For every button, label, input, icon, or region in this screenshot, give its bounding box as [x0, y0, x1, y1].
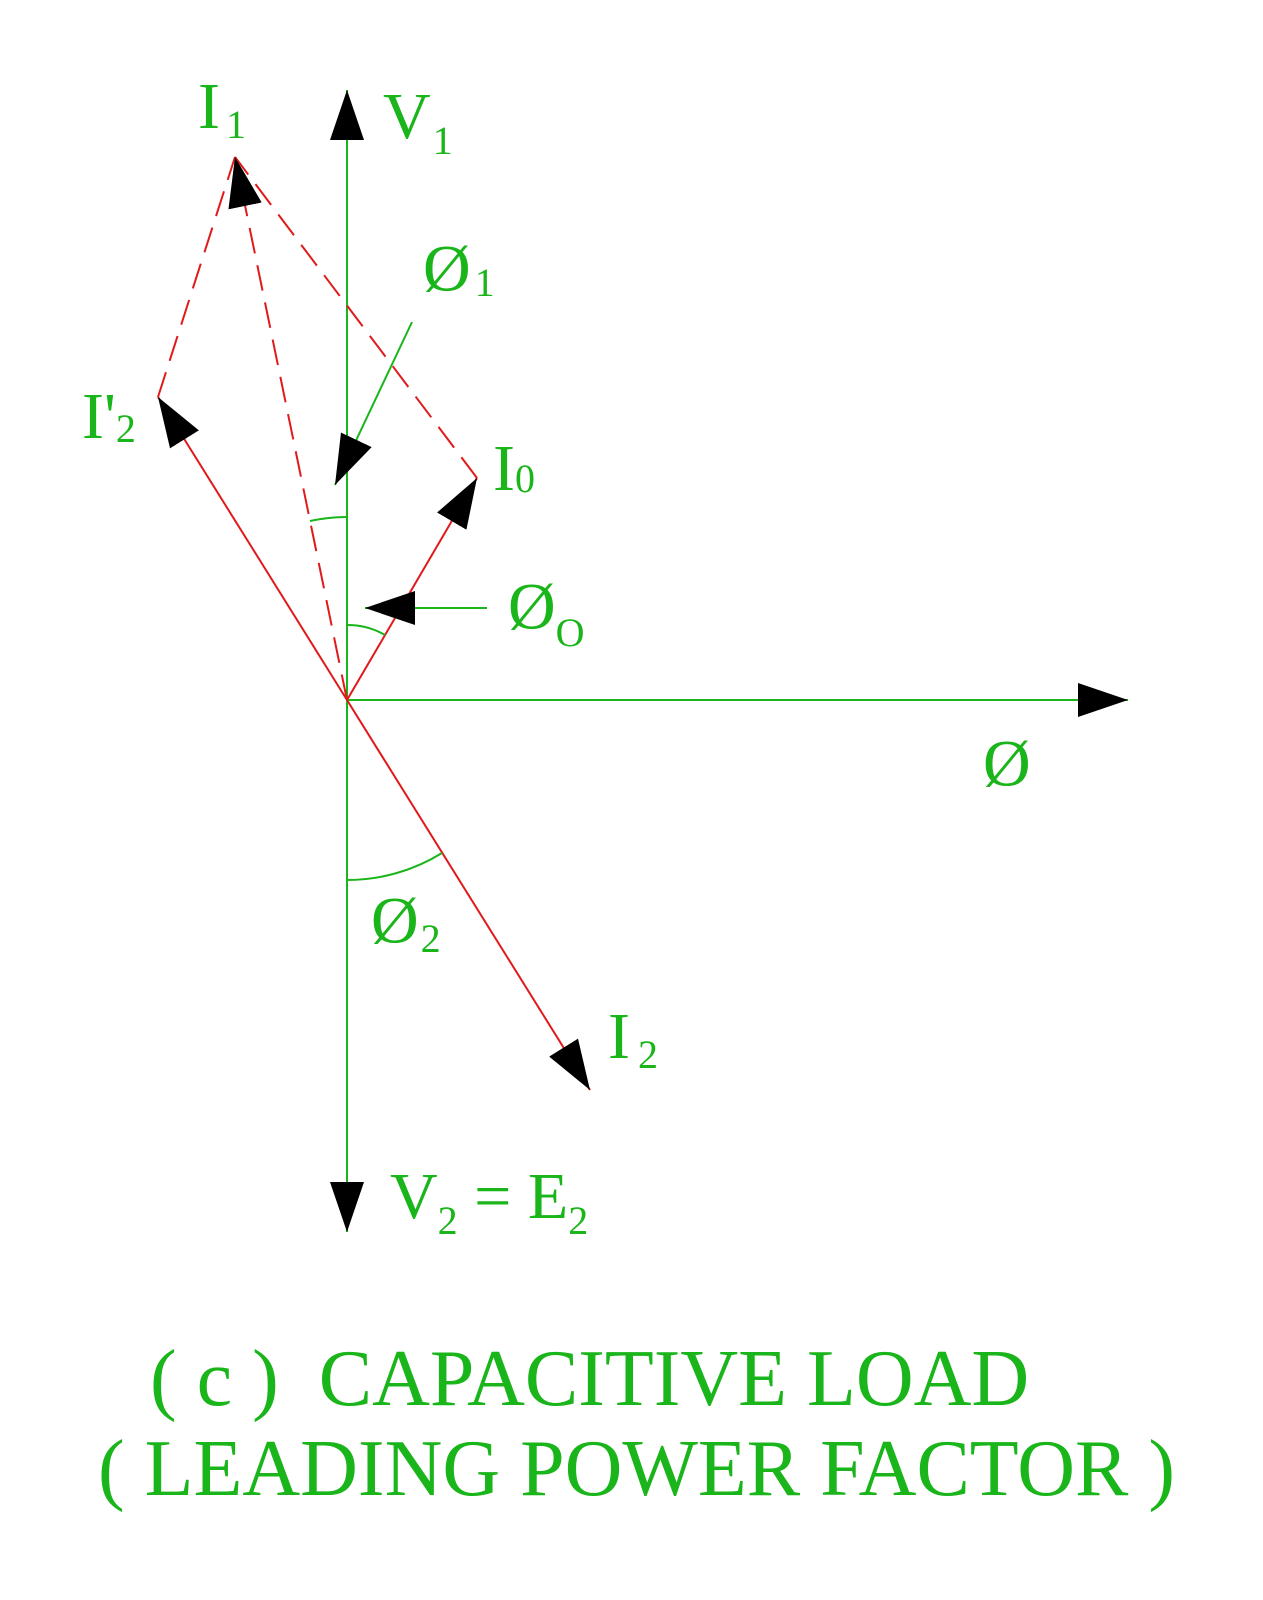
caption-line-2: ( LEADING POWER FACTOR ) — [98, 1425, 1175, 1513]
phi1-pointer — [334, 321, 413, 486]
phi0-arc — [346, 623, 386, 636]
dashed-i0-to-i1 — [234, 156, 478, 479]
i2-phasor — [346, 699, 591, 1091]
caption-line-1: ( c ) CAPACITIVE LOAD — [150, 1335, 1029, 1423]
phi2-arc — [346, 852, 443, 882]
phi1-arc — [309, 516, 348, 522]
v1-label: V1 — [383, 80, 453, 163]
i0-phasor — [346, 477, 478, 701]
i0-label: I0 — [493, 432, 535, 505]
v2-eq-e2-label: V2 = E2 — [390, 1160, 588, 1243]
i2-prime-phasor — [157, 396, 348, 701]
i1-phasor — [228, 156, 348, 701]
flux-label: Ø — [983, 727, 1031, 800]
dashed-i2prime-to-i1 — [157, 156, 236, 398]
i2-prime-label: I'2 — [82, 380, 136, 453]
phi2-label: Ø2 — [371, 884, 441, 961]
phi0-label: ØO — [508, 570, 585, 655]
